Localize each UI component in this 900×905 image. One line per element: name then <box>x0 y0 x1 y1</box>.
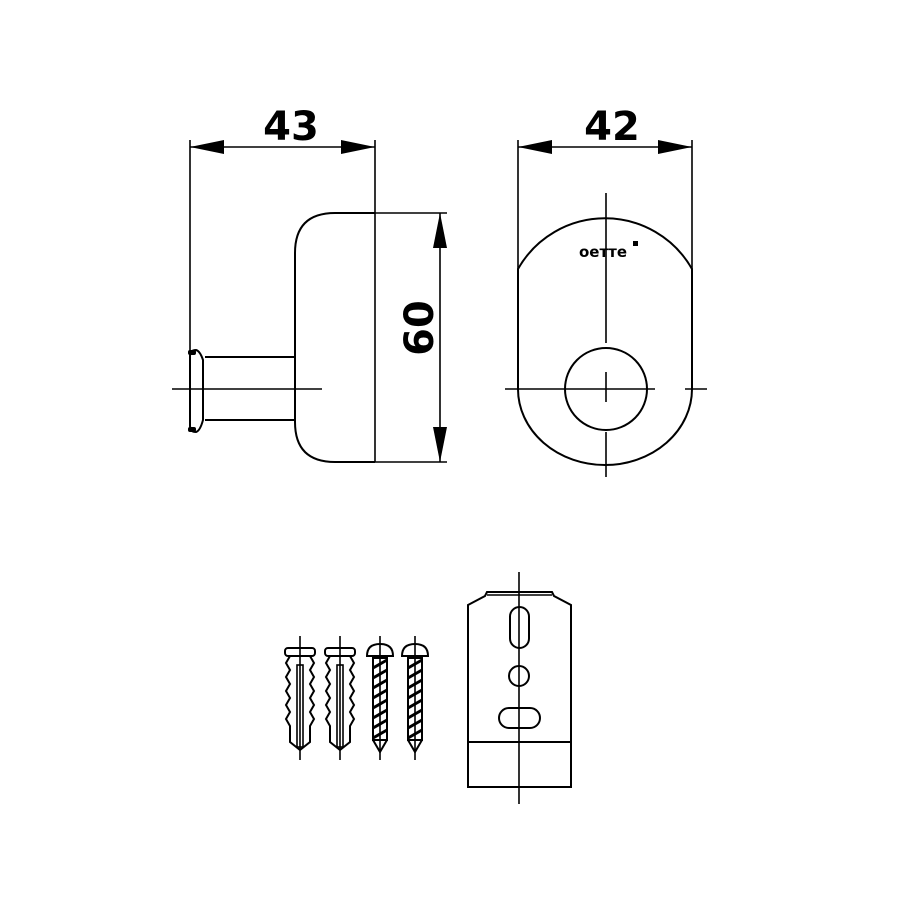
screw <box>400 636 430 760</box>
mounting-bracket <box>467 572 572 804</box>
slot-horizontal <box>498 707 541 729</box>
dimension-label-60: 60 <box>397 300 443 356</box>
brand-logo: oeттe <box>579 243 627 261</box>
hook-body-front <box>517 217 693 466</box>
hook-cap <box>189 348 204 434</box>
dimension-label-43: 43 <box>263 104 319 150</box>
front-view: 42 oeттe <box>505 104 707 477</box>
side-view: 43 60 <box>172 104 447 463</box>
dimension-42: 42 <box>517 104 693 390</box>
wall-plug <box>284 636 316 760</box>
hook-body-side <box>294 212 375 463</box>
fixings <box>284 636 430 760</box>
screw <box>365 636 395 760</box>
mounting-hole <box>508 665 530 687</box>
dimension-label-42: 42 <box>584 104 640 150</box>
slot-vertical <box>509 606 530 649</box>
dimension-60: 60 <box>375 212 447 463</box>
dimension-43: 43 <box>189 104 376 462</box>
wall-plug <box>324 636 356 760</box>
